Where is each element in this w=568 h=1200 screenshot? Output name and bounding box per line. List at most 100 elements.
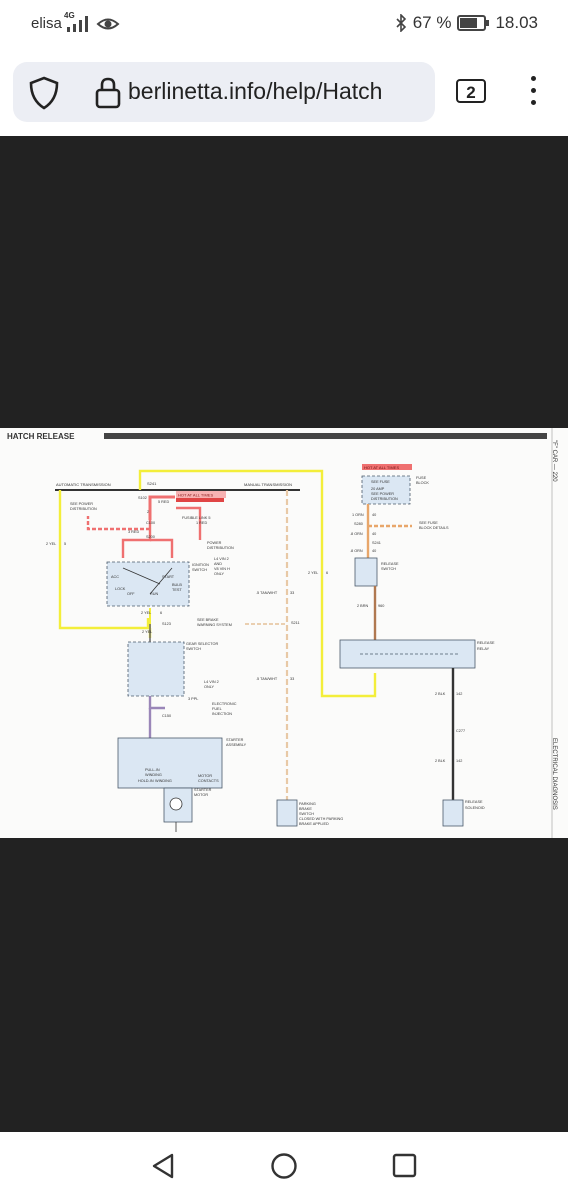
lbl-n960: 960 — [378, 604, 384, 608]
recents-icon[interactable] — [392, 1153, 418, 1179]
side-label-bottom: ELECTRICAL DIAGNOSIS — [551, 738, 557, 810]
wiring-diagram-image[interactable]: HATCH RELEASE "F" CAR — 220 ELECTRICAL D… — [0, 428, 568, 838]
lbl-n40c: 40 — [372, 549, 376, 553]
overflow-menu-icon[interactable] — [531, 76, 539, 112]
lbl-red5: 5 RED — [158, 500, 169, 504]
back-icon[interactable] — [150, 1152, 176, 1180]
clock: 18.03 — [495, 13, 538, 32]
side-label-top: "F" CAR — 220 — [551, 440, 557, 482]
lbl-starter: STARTER — [226, 738, 244, 742]
lbl-parking: PARKING — [299, 802, 316, 806]
header-automatic: AUTOMATIC TRANSMISSION — [56, 482, 111, 487]
lbl-pullin: PULL-IN — [145, 768, 160, 772]
lbl-amp20: 20 AMP — [371, 487, 385, 491]
home-icon[interactable] — [270, 1152, 298, 1180]
tab-switcher-button[interactable]: 2 — [456, 79, 486, 103]
shield-icon[interactable] — [28, 76, 60, 110]
lbl-n6: 6 — [326, 571, 328, 575]
lbl-brake: BRAKE — [299, 807, 312, 811]
diagram-title: HATCH RELEASE — [7, 432, 75, 441]
hot-at-all-times-right: HOT AT ALL TIMES — [364, 465, 399, 470]
lbl-s200: S200 — [146, 535, 155, 539]
lbl-v8vin: V8 VIN H — [214, 567, 230, 571]
lbl-starter-motor: STARTER — [194, 788, 212, 792]
title-bar — [104, 433, 547, 439]
bluetooth-icon — [396, 14, 406, 32]
lbl-n40: 40 — [372, 513, 376, 517]
lbl-fuel: FUEL — [212, 707, 222, 711]
lbl-holdin: HOLD-IN — [138, 779, 154, 783]
lbl-winding: WINDING — [145, 773, 162, 777]
lbl-see-power2: SEE POWER — [371, 492, 394, 496]
lbl-brake-applied: BRAKE APPLIED — [299, 822, 329, 826]
lbl-release-relay: RELEASE — [477, 641, 495, 645]
lbl-only2: ONLY — [204, 685, 215, 689]
lbl-block-details: BLOCK DETAILS — [419, 526, 449, 530]
lbl-test: TEST — [172, 588, 182, 592]
lbl-pb-switch: SWITCH — [299, 812, 314, 816]
fuse-block-box — [361, 475, 411, 505]
lbl-winding2: WINDING — [155, 779, 172, 783]
status-bar: elisa 4G 67 % 18.03 — [0, 0, 568, 50]
battery-percent: 67 % — [412, 13, 452, 32]
system-nav-bar — [0, 1132, 568, 1200]
lbl-see-fuse-block: SEE FUSE — [419, 521, 438, 525]
lbl-closed: CLOSED WITH PARKING — [299, 817, 343, 821]
lbl-tanwht: .5 TAN/WHT — [256, 591, 278, 595]
lbl-gear-sw: SWITCH — [186, 647, 201, 651]
lbl-block: BLOCK — [416, 481, 429, 485]
lbl-distribution: DISTRIBUTION — [70, 507, 97, 511]
lbl-s241b: S241 — [372, 541, 381, 545]
lbl-blk1: 2 BLK — [435, 692, 446, 696]
lbl-release-sol: RELEASE — [465, 800, 483, 804]
lbl-n142: 142 — [456, 692, 462, 696]
lbl-gear-sel: GEAR SELECTOR — [186, 642, 218, 646]
lbl-ignition: IGNITION — [192, 563, 209, 567]
lbl-motor-ct: MOTOR — [198, 774, 212, 778]
lock-icon[interactable] — [94, 77, 122, 109]
lbl-n142b: 142 — [456, 759, 462, 763]
lbl-yel6: 6 — [160, 611, 162, 615]
lbl-assembly: ASSEMBLY — [226, 743, 247, 747]
carrier-label: elisa — [31, 15, 62, 32]
lbl-motor: MOTOR — [194, 793, 208, 797]
lbl-switch: SWITCH — [192, 568, 207, 572]
image-background-bottom — [0, 838, 568, 1132]
lbl-power: POWER — [207, 541, 222, 545]
lbl-tanwht2: .5 TAN/WHT — [256, 677, 278, 681]
lbl-yel5: 5 — [64, 542, 66, 546]
lbl-c150: C150 — [162, 714, 171, 718]
lbl-start: START — [162, 575, 175, 579]
eye-icon — [96, 18, 120, 30]
lbl-orn8: .8 ORN — [350, 532, 363, 536]
lbl-see-power: SEE POWER — [70, 502, 93, 506]
lbl-and: AND — [214, 562, 222, 566]
lbl-s123: S123 — [162, 622, 171, 626]
lbl-yel2b: 2 YEL — [141, 611, 151, 615]
signal-icon — [67, 16, 88, 32]
lbl-contacts: CONTACTS — [198, 779, 219, 783]
url-bar[interactable] — [13, 62, 435, 122]
image-background-top — [0, 136, 568, 428]
network-type: 4G — [64, 11, 75, 20]
url-text[interactable]: berlinetta.info/help/Hatch — [128, 78, 383, 104]
lbl-n40b: 40 — [372, 532, 376, 536]
lbl-brn: 2 BRN — [357, 604, 368, 608]
lbl-c277: C277 — [456, 729, 465, 733]
lbl-n33: 33 — [290, 591, 294, 595]
ignition-switch-box — [106, 561, 190, 607]
lbl-l4vin: L4 VIN 2 — [214, 557, 229, 561]
lbl-see-brake: SEE BRAKE — [197, 618, 219, 622]
lbl-rel-sw2: SWITCH — [381, 567, 396, 571]
lbl-bulb: BULB — [172, 583, 182, 587]
wiring-diagram: HATCH RELEASE "F" CAR — 220 ELECTRICAL D… — [7, 428, 557, 838]
lbl-run: RUN — [150, 592, 158, 596]
lbl-solenoid: SOLENOID — [465, 806, 485, 810]
lbl-s211: S211 — [291, 621, 300, 625]
lbl-yel2: 2 YEL — [46, 542, 56, 546]
label-s241: S241 — [147, 481, 157, 486]
lbl-blk2: 2 BLK — [435, 759, 446, 763]
lbl-s280: S280 — [354, 522, 363, 526]
lbl-injection: INJECTION — [212, 712, 232, 716]
gear-selector-box — [127, 641, 185, 697]
